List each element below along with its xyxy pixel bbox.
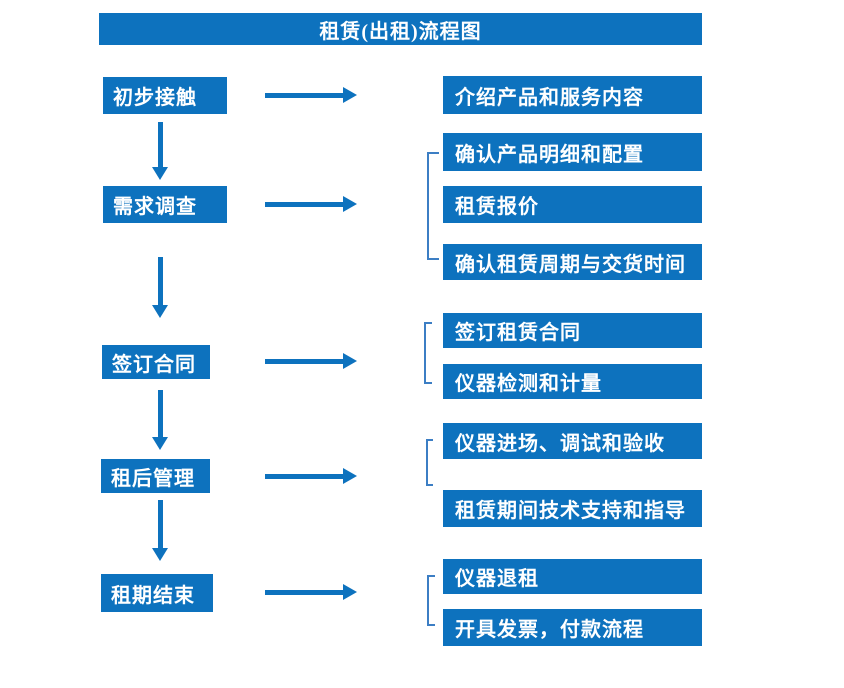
detail-confirm-rental-period-delivery: 确认租赁周期与交货时间: [443, 244, 702, 280]
arrow-head: [343, 353, 357, 369]
step-lease-end: 租期结束: [101, 574, 213, 612]
arrow-shaft: [157, 257, 163, 305]
detail-instrument-setup-acceptance: 仪器进场、调试和验收: [443, 423, 702, 459]
down-arrow-icon: [152, 122, 168, 180]
step-demand-survey: 需求调查: [103, 186, 227, 223]
arrow-shaft: [157, 390, 163, 437]
arrow-shaft: [157, 500, 163, 548]
arrow-shaft: [265, 92, 343, 98]
detail-invoice-payment-process: 开具发票，付款流程: [443, 609, 702, 646]
detail-sign-rental-contract: 签订租赁合同: [443, 313, 702, 348]
step-initial-contact: 初步接触: [103, 77, 227, 114]
right-arrow-icon: [265, 584, 357, 600]
detail-instrument-testing-calibration: 仪器检测和计量: [443, 364, 702, 399]
right-arrow-icon: [265, 87, 357, 103]
arrow-head: [152, 167, 168, 180]
down-arrow-icon: [152, 390, 168, 450]
step-post-rental-management: 租后管理: [101, 459, 210, 493]
arrow-shaft: [265, 589, 343, 595]
arrow-head: [152, 437, 168, 450]
right-arrow-icon: [265, 353, 357, 369]
arrow-shaft: [265, 473, 343, 479]
down-arrow-icon: [152, 500, 168, 561]
bracket-icon: [426, 439, 433, 486]
detail-rental-quotation: 租赁报价: [443, 186, 702, 223]
detail-confirm-product-details-config: 确认产品明细和配置: [443, 133, 702, 171]
arrow-head: [152, 305, 168, 318]
arrow-shaft: [265, 201, 343, 207]
flowchart-title-bar: 租赁(出租)流程图: [99, 13, 702, 45]
arrow-shaft: [157, 122, 163, 167]
step-sign-contract: 签订合同: [102, 345, 210, 379]
flowchart-title: 租赁(出租)流程图: [319, 20, 482, 43]
arrow-head: [343, 87, 357, 103]
arrow-head: [343, 584, 357, 600]
down-arrow-icon: [152, 257, 168, 318]
detail-rental-tech-support: 租赁期间技术支持和指导: [443, 490, 702, 527]
detail-instrument-return: 仪器退租: [443, 559, 702, 594]
detail-introduce-products-services: 介绍产品和服务内容: [443, 76, 702, 114]
bracket-icon: [427, 152, 439, 260]
arrow-head: [343, 468, 357, 484]
arrow-head: [343, 196, 357, 212]
right-arrow-icon: [265, 196, 357, 212]
arrow-shaft: [265, 358, 343, 364]
arrow-head: [152, 548, 168, 561]
bracket-icon: [427, 575, 435, 626]
bracket-icon: [424, 322, 432, 384]
right-arrow-icon: [265, 468, 357, 484]
